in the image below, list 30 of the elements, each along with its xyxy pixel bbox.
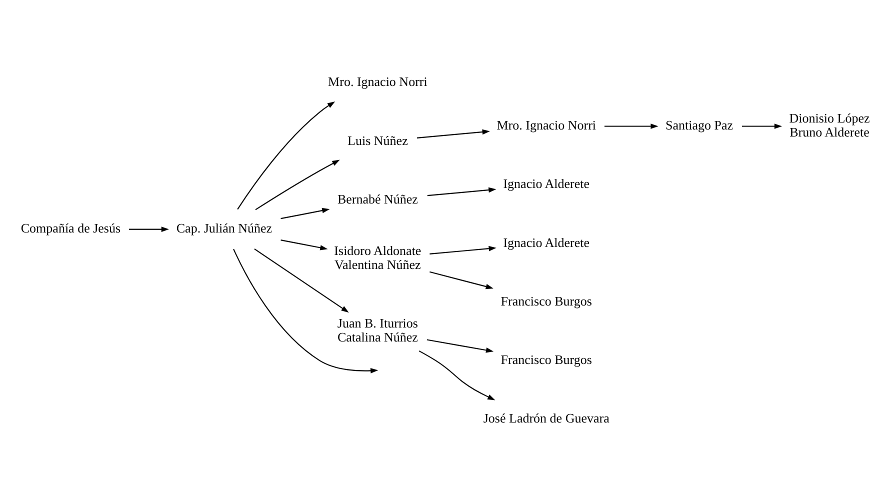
arrow (129, 226, 169, 232)
node-text: Francisco Burgos (500, 352, 592, 367)
arrow (280, 208, 330, 220)
node-text: Mro. Ignacio Norri (496, 118, 596, 133)
node-text: Mro. Ignacio Norri (328, 74, 428, 90)
arrow (427, 187, 496, 196)
arrow (416, 129, 490, 138)
node-text: Luis Núñez (348, 132, 408, 148)
node-text: Ignacio Alderete (503, 234, 590, 250)
arrow (255, 160, 340, 210)
arrow (418, 350, 496, 400)
node-text: Isidoro Aldonate Valentina Núñez (334, 242, 422, 272)
arrow (233, 248, 378, 374)
node-text: Cap. Julián Núñez (176, 220, 272, 236)
arrow (254, 248, 349, 313)
node-text: Bernabé Núñez (337, 191, 418, 206)
arrow (742, 124, 782, 129)
arrow (604, 124, 658, 129)
arrow (430, 271, 494, 290)
arrow (426, 339, 494, 353)
arrow (430, 246, 496, 254)
node-text: Compañía de Jesús (20, 220, 121, 236)
arrow (237, 102, 336, 210)
node-text: Dionisio López Bruno Alderete (789, 110, 870, 140)
node-text: José Ladrón de Guevara (483, 410, 610, 426)
node-text: Juan B. Iturrios Catalina Núñez (337, 316, 418, 345)
node-text: Santiago Paz (666, 118, 734, 133)
arrow (280, 240, 328, 250)
node-text: Francisco Burgos (500, 293, 592, 308)
node-text: Ignacio Alderete (503, 176, 590, 192)
